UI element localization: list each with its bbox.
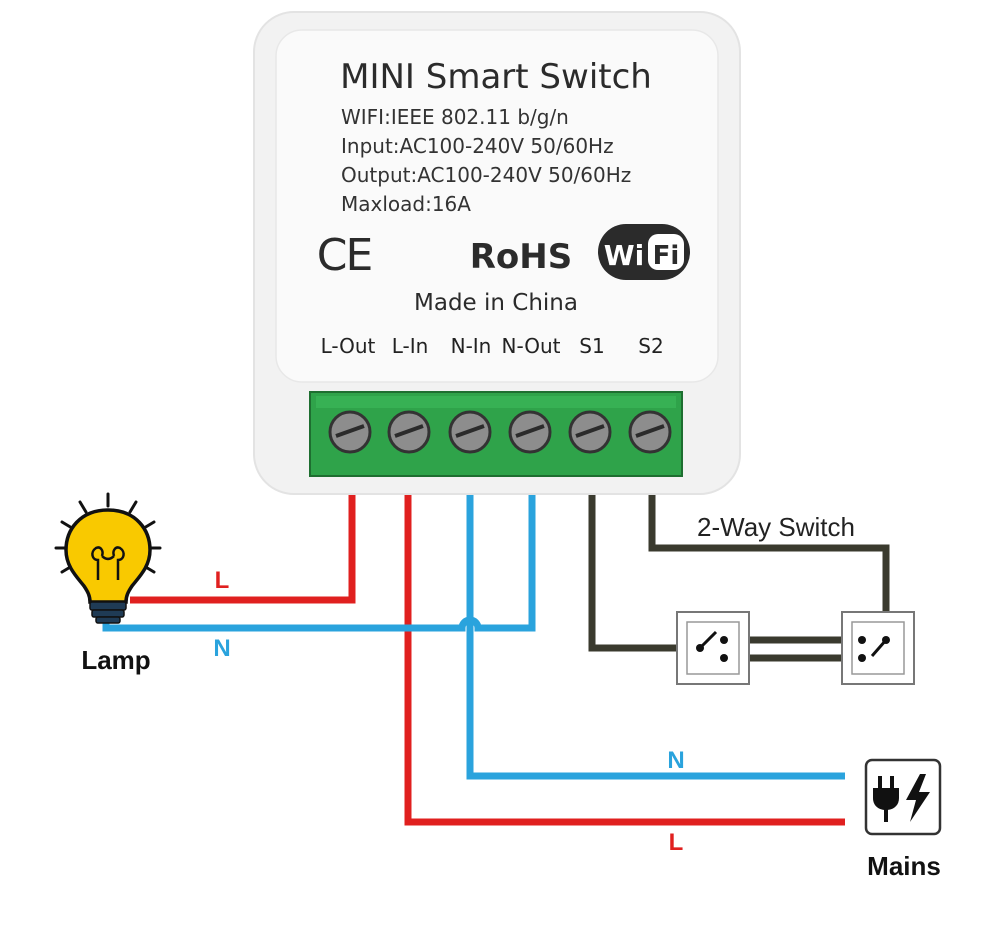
two-way-switch-label: 2-Way Switch (697, 512, 855, 542)
wire-neutral-lamp (102, 492, 536, 632)
screw-s2 (628, 410, 672, 454)
wire-s1 (588, 492, 700, 652)
smart-switch-device: MINI Smart Switch WIFI:IEEE 802.11 b/g/n… (253, 11, 741, 495)
wifi-logo-text-2: Fi (653, 241, 680, 271)
ce-mark-icon: CE (317, 230, 372, 281)
wifi-logo-text-1: Wi (604, 239, 644, 272)
terminal-label-n-out: N-Out (502, 334, 561, 358)
wire-live-lamp (130, 492, 356, 604)
spec-maxload: Maxload:16A (341, 192, 471, 216)
wire-s2 (648, 492, 890, 640)
terminal-label-l-in: L-In (392, 334, 429, 358)
two-way-switch-1 (676, 611, 750, 685)
terminal-label-s1: S1 (579, 334, 604, 358)
screw-l-out (328, 410, 372, 454)
lamp-label: Lamp (81, 645, 150, 675)
two-way-switch-2 (841, 611, 915, 685)
mains-neutral-label: N (667, 747, 684, 774)
spec-input: Input:AC100-240V 50/60Hz (341, 134, 614, 158)
terminal-label-s2: S2 (638, 334, 663, 358)
plug-lightning-icon (864, 758, 942, 836)
lamp-neutral-label: N (213, 635, 230, 662)
spec-output: Output:AC100-240V 50/60Hz (341, 163, 631, 187)
spec-wifi: WIFI:IEEE 802.11 b/g/n (341, 105, 569, 129)
mains-live-label: L (669, 829, 684, 856)
screw-n-in (448, 410, 492, 454)
screw-s1 (568, 410, 612, 454)
wire-live-mains (404, 492, 845, 826)
screw-l-in (387, 410, 431, 454)
terminal-label-l-out: L-Out (321, 334, 376, 358)
lightbulb-icon (54, 492, 162, 624)
lamp-live-label: L (215, 567, 230, 594)
terminal-screws (328, 410, 672, 454)
made-in-label: Made in China (414, 290, 578, 316)
mains-label: Mains (867, 851, 941, 881)
wifi-logo-icon: Wi Fi (598, 224, 690, 280)
rohs-mark: RoHS (470, 237, 572, 277)
wire-neutral-mains (466, 492, 845, 780)
terminal-label-n-in: N-In (451, 334, 492, 358)
device-title: MINI Smart Switch (340, 57, 652, 97)
screw-n-out (508, 410, 552, 454)
